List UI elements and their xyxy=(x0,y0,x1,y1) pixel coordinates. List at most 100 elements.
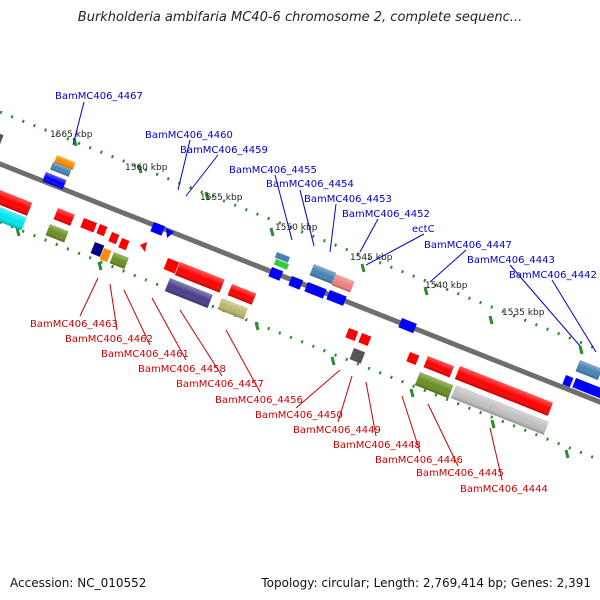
gene-label[interactable]: BamMC406_4450 xyxy=(255,410,343,421)
scale-label: 1555 kbp xyxy=(200,193,243,203)
gene-block[interactable] xyxy=(118,238,130,251)
leader-line xyxy=(151,297,187,361)
gene-block[interactable] xyxy=(45,224,69,243)
gene-label[interactable]: BamMC406_4452 xyxy=(342,209,430,220)
gene-block[interactable] xyxy=(0,205,27,231)
leader-line xyxy=(177,139,191,191)
bottom-leader-lines xyxy=(79,277,503,481)
gene-block[interactable] xyxy=(80,218,98,233)
map-title: Burkholderia ambifaria MC40-6 chromosome… xyxy=(77,10,523,25)
gene-block[interactable] xyxy=(273,259,290,270)
gene-label[interactable]: ectC xyxy=(412,224,435,235)
gene-block[interactable] xyxy=(99,248,112,263)
scale-tick xyxy=(15,227,21,237)
gene-label[interactable]: BamMC406_4445 xyxy=(416,468,504,479)
scale-tick xyxy=(490,419,496,429)
gene-block[interactable] xyxy=(150,222,166,236)
scale-tick xyxy=(204,191,210,201)
gene-block[interactable] xyxy=(50,162,72,177)
gene-block[interactable] xyxy=(358,333,372,346)
gene-block[interactable] xyxy=(164,278,213,308)
scale-label: 1565 kbp xyxy=(50,130,93,140)
gene-block[interactable] xyxy=(309,264,337,284)
gene-label[interactable]: BamMC406_4442 xyxy=(509,270,597,281)
gene-block[interactable] xyxy=(304,282,327,299)
gene-label[interactable]: BamMC406_4463 xyxy=(30,319,118,330)
gene-block[interactable] xyxy=(274,252,291,263)
gene-label[interactable]: BamMC406_4456 xyxy=(215,395,303,406)
gene-label[interactable]: BamMC406_4455 xyxy=(229,165,317,176)
gene-block[interactable] xyxy=(90,242,105,257)
gene-block[interactable] xyxy=(562,375,574,388)
gene-block[interactable] xyxy=(42,172,67,190)
gene-block[interactable] xyxy=(349,348,366,364)
scale-tick xyxy=(409,388,415,398)
gene-block[interactable] xyxy=(423,356,455,378)
leader-line xyxy=(365,233,425,266)
gene-block[interactable] xyxy=(0,188,33,216)
leader-line xyxy=(329,203,337,253)
gene-label[interactable]: BamMC406_4461 xyxy=(101,349,189,360)
top-leader-lines xyxy=(72,101,597,353)
leader-line xyxy=(427,403,459,467)
gene-block[interactable] xyxy=(406,352,420,365)
gene-block[interactable] xyxy=(414,372,454,399)
gene-block[interactable] xyxy=(572,378,600,399)
accession-text: Accession: NC_010552 xyxy=(10,576,147,590)
scale-label: 1545 kbp xyxy=(350,253,393,263)
gene-block[interactable] xyxy=(288,276,304,290)
scale-label: 1535 kbp xyxy=(502,308,545,318)
leader-line xyxy=(274,174,293,241)
gene-block[interactable] xyxy=(54,155,76,170)
gene-block[interactable] xyxy=(217,298,249,320)
gene-block[interactable] xyxy=(575,360,600,380)
gene-block[interactable] xyxy=(227,284,257,305)
leader-line xyxy=(295,369,341,409)
gene-block[interactable] xyxy=(109,252,129,270)
scale-tick xyxy=(564,449,570,459)
gene-block[interactable] xyxy=(96,224,108,237)
leader-line xyxy=(299,189,315,247)
gene-block[interactable] xyxy=(140,242,147,252)
scale-label: 1550 kbp xyxy=(275,223,318,233)
gene-block[interactable] xyxy=(174,262,225,293)
gene-label[interactable]: BamMC406_4444 xyxy=(460,484,548,495)
gene-label[interactable]: BamMC406_4458 xyxy=(138,364,226,375)
gene-label[interactable]: BamMC406_4457 xyxy=(176,379,264,390)
gene-label[interactable]: BamMC406_4453 xyxy=(304,194,392,205)
gene-label[interactable]: BamMC406_4448 xyxy=(333,440,421,451)
gene-block[interactable] xyxy=(0,133,4,147)
leader-line xyxy=(179,309,223,377)
gene-block[interactable] xyxy=(166,228,174,238)
gene-label[interactable]: BamMC406_4460 xyxy=(145,130,233,141)
gene-label[interactable]: BamMC406_4462 xyxy=(65,334,153,345)
leader-line xyxy=(337,375,353,423)
gene-label[interactable]: BamMC406_4447 xyxy=(424,240,512,251)
gene-label[interactable]: BamMC406_4449 xyxy=(293,425,381,436)
gene-label[interactable]: BamMC406_4454 xyxy=(266,179,354,190)
gene-block[interactable] xyxy=(108,232,120,245)
scale-tick xyxy=(488,315,494,325)
gene-label[interactable]: BamMC406_4467 xyxy=(55,91,143,102)
gene-label[interactable]: BamMC406_4443 xyxy=(467,255,555,266)
gene-block[interactable] xyxy=(398,318,417,334)
scale-tick xyxy=(578,345,584,355)
gene-label[interactable]: BamMC406_4446 xyxy=(375,455,463,466)
gene-block[interactable] xyxy=(326,290,347,306)
gene-block[interactable] xyxy=(163,258,180,274)
gene-block[interactable] xyxy=(268,267,284,281)
leader-line xyxy=(551,279,597,353)
gene-block[interactable] xyxy=(345,328,359,341)
gene-block[interactable] xyxy=(454,366,553,416)
gene-block[interactable] xyxy=(53,208,75,226)
scale-ticks xyxy=(15,137,584,459)
gene-block[interactable] xyxy=(450,385,549,435)
gene-label[interactable]: BamMC406_4459 xyxy=(180,145,268,156)
gene-feature-track xyxy=(0,133,600,435)
scale-label: 1560 kbp xyxy=(125,163,168,173)
gene-block[interactable] xyxy=(331,274,355,293)
leader-line xyxy=(509,264,581,347)
scale-tick xyxy=(360,263,366,273)
